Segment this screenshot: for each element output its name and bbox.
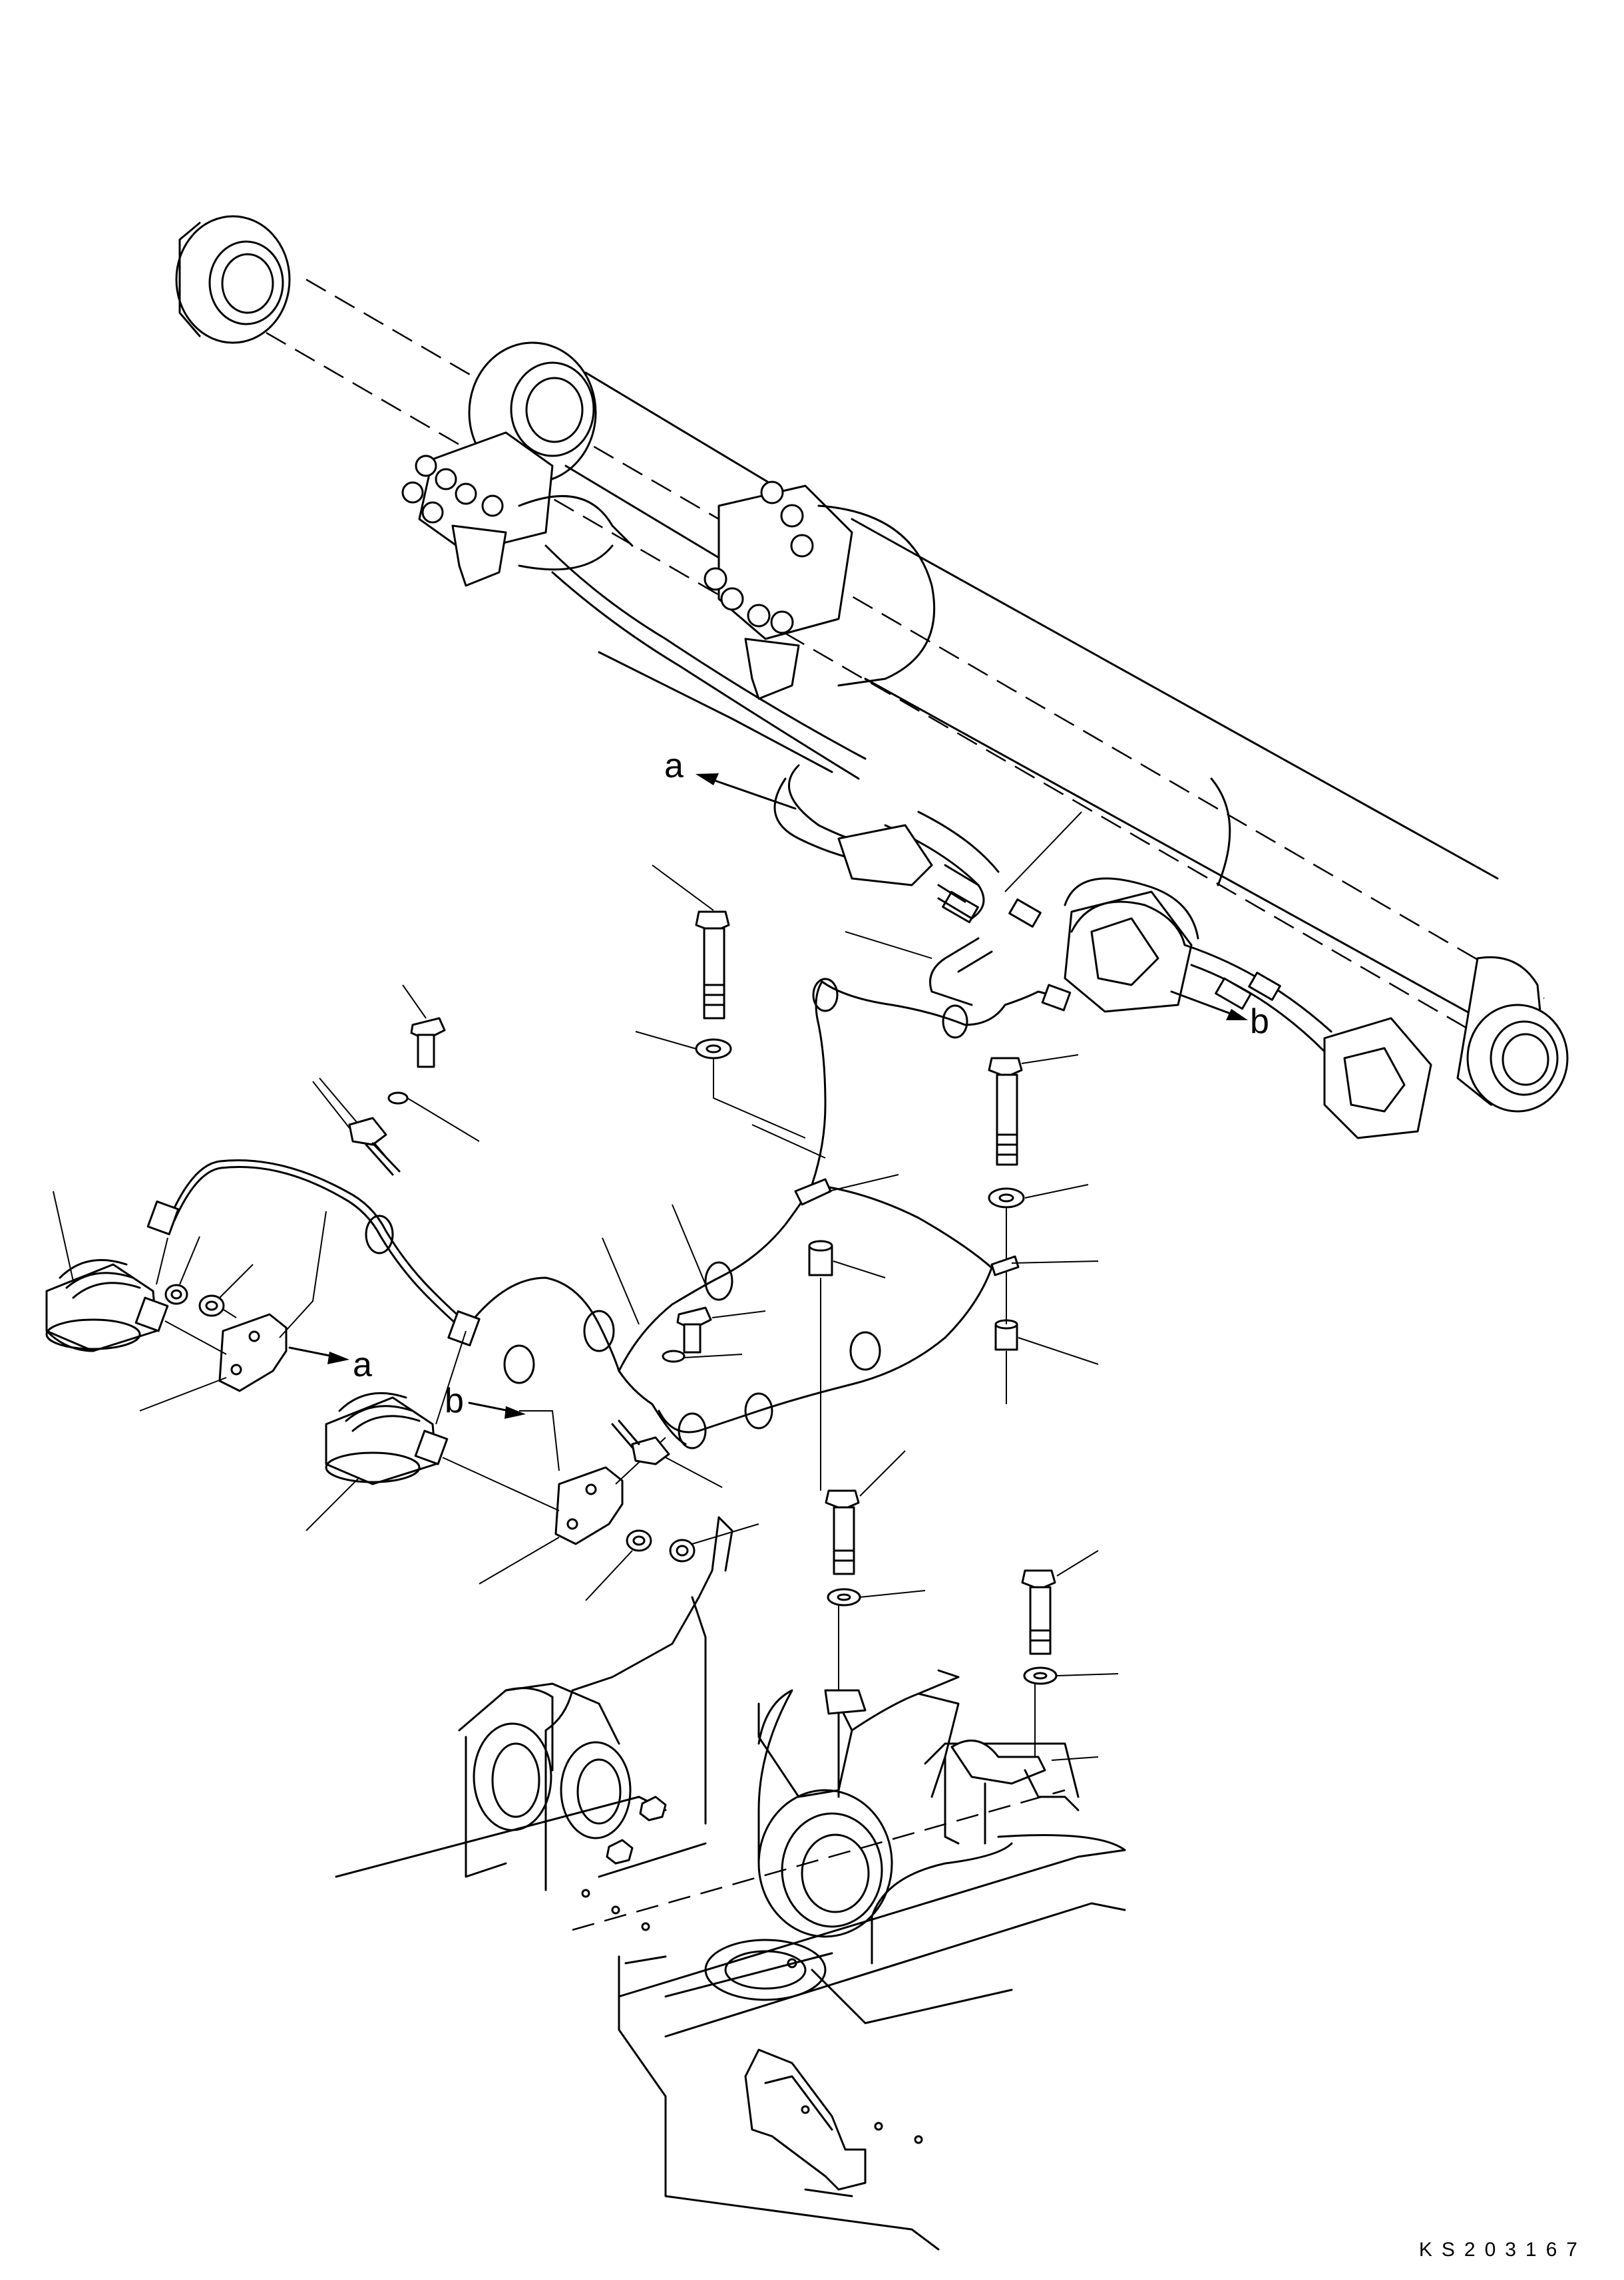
flange-bolts — [401, 455, 504, 524]
cable-clip-upper — [312, 1081, 401, 1176]
cable-clip-lower — [611, 1420, 723, 1488]
arrow-b-right — [1170, 990, 1241, 1018]
arrow-a-top — [704, 776, 797, 810]
bolt-stack-lower-left — [825, 1450, 926, 1690]
u-bolt-upper — [937, 864, 985, 920]
callout-b-left: b — [445, 1382, 464, 1420]
hydraulic-hoses — [544, 544, 1332, 1053]
flange-bolts-second — [704, 480, 814, 634]
hydraulic-cylinder-upper — [175, 215, 1545, 1040]
callout-a-left: a — [353, 1346, 372, 1384]
drawing-number: KS203167 — [1418, 2239, 1587, 2261]
callout-a-top: a — [664, 747, 684, 785]
lamp-bracket-right — [442, 1410, 666, 1585]
spacer-left — [808, 1240, 886, 1491]
work-lamp-left — [45, 1191, 169, 1352]
small-bolt-upper — [387, 984, 480, 1142]
lamp-bracket-left — [139, 1211, 327, 1412]
nut-and-washer-left — [164, 1236, 254, 1318]
bolt-stack-upper-left — [635, 864, 806, 1139]
wire-harness — [146, 978, 1072, 1449]
leader-u-bolt-lower — [845, 931, 932, 959]
work-lamp-right — [305, 1330, 467, 1531]
bolt-stack-lower-right — [1021, 1550, 1119, 1757]
bolt-stack-upper-right — [988, 1054, 1099, 1404]
machine-frame — [335, 1516, 1126, 2251]
callout-b-right: b — [1250, 1002, 1269, 1041]
u-bolt-lower — [929, 937, 993, 1006]
leader-u-bolt-upper — [1004, 811, 1082, 892]
small-bolt-lower — [662, 1306, 766, 1363]
hydraulic-cylinder-main — [401, 341, 1569, 1139]
nut-and-washer-right — [585, 1523, 759, 1601]
cylinder-sensor-brackets — [451, 524, 800, 700]
